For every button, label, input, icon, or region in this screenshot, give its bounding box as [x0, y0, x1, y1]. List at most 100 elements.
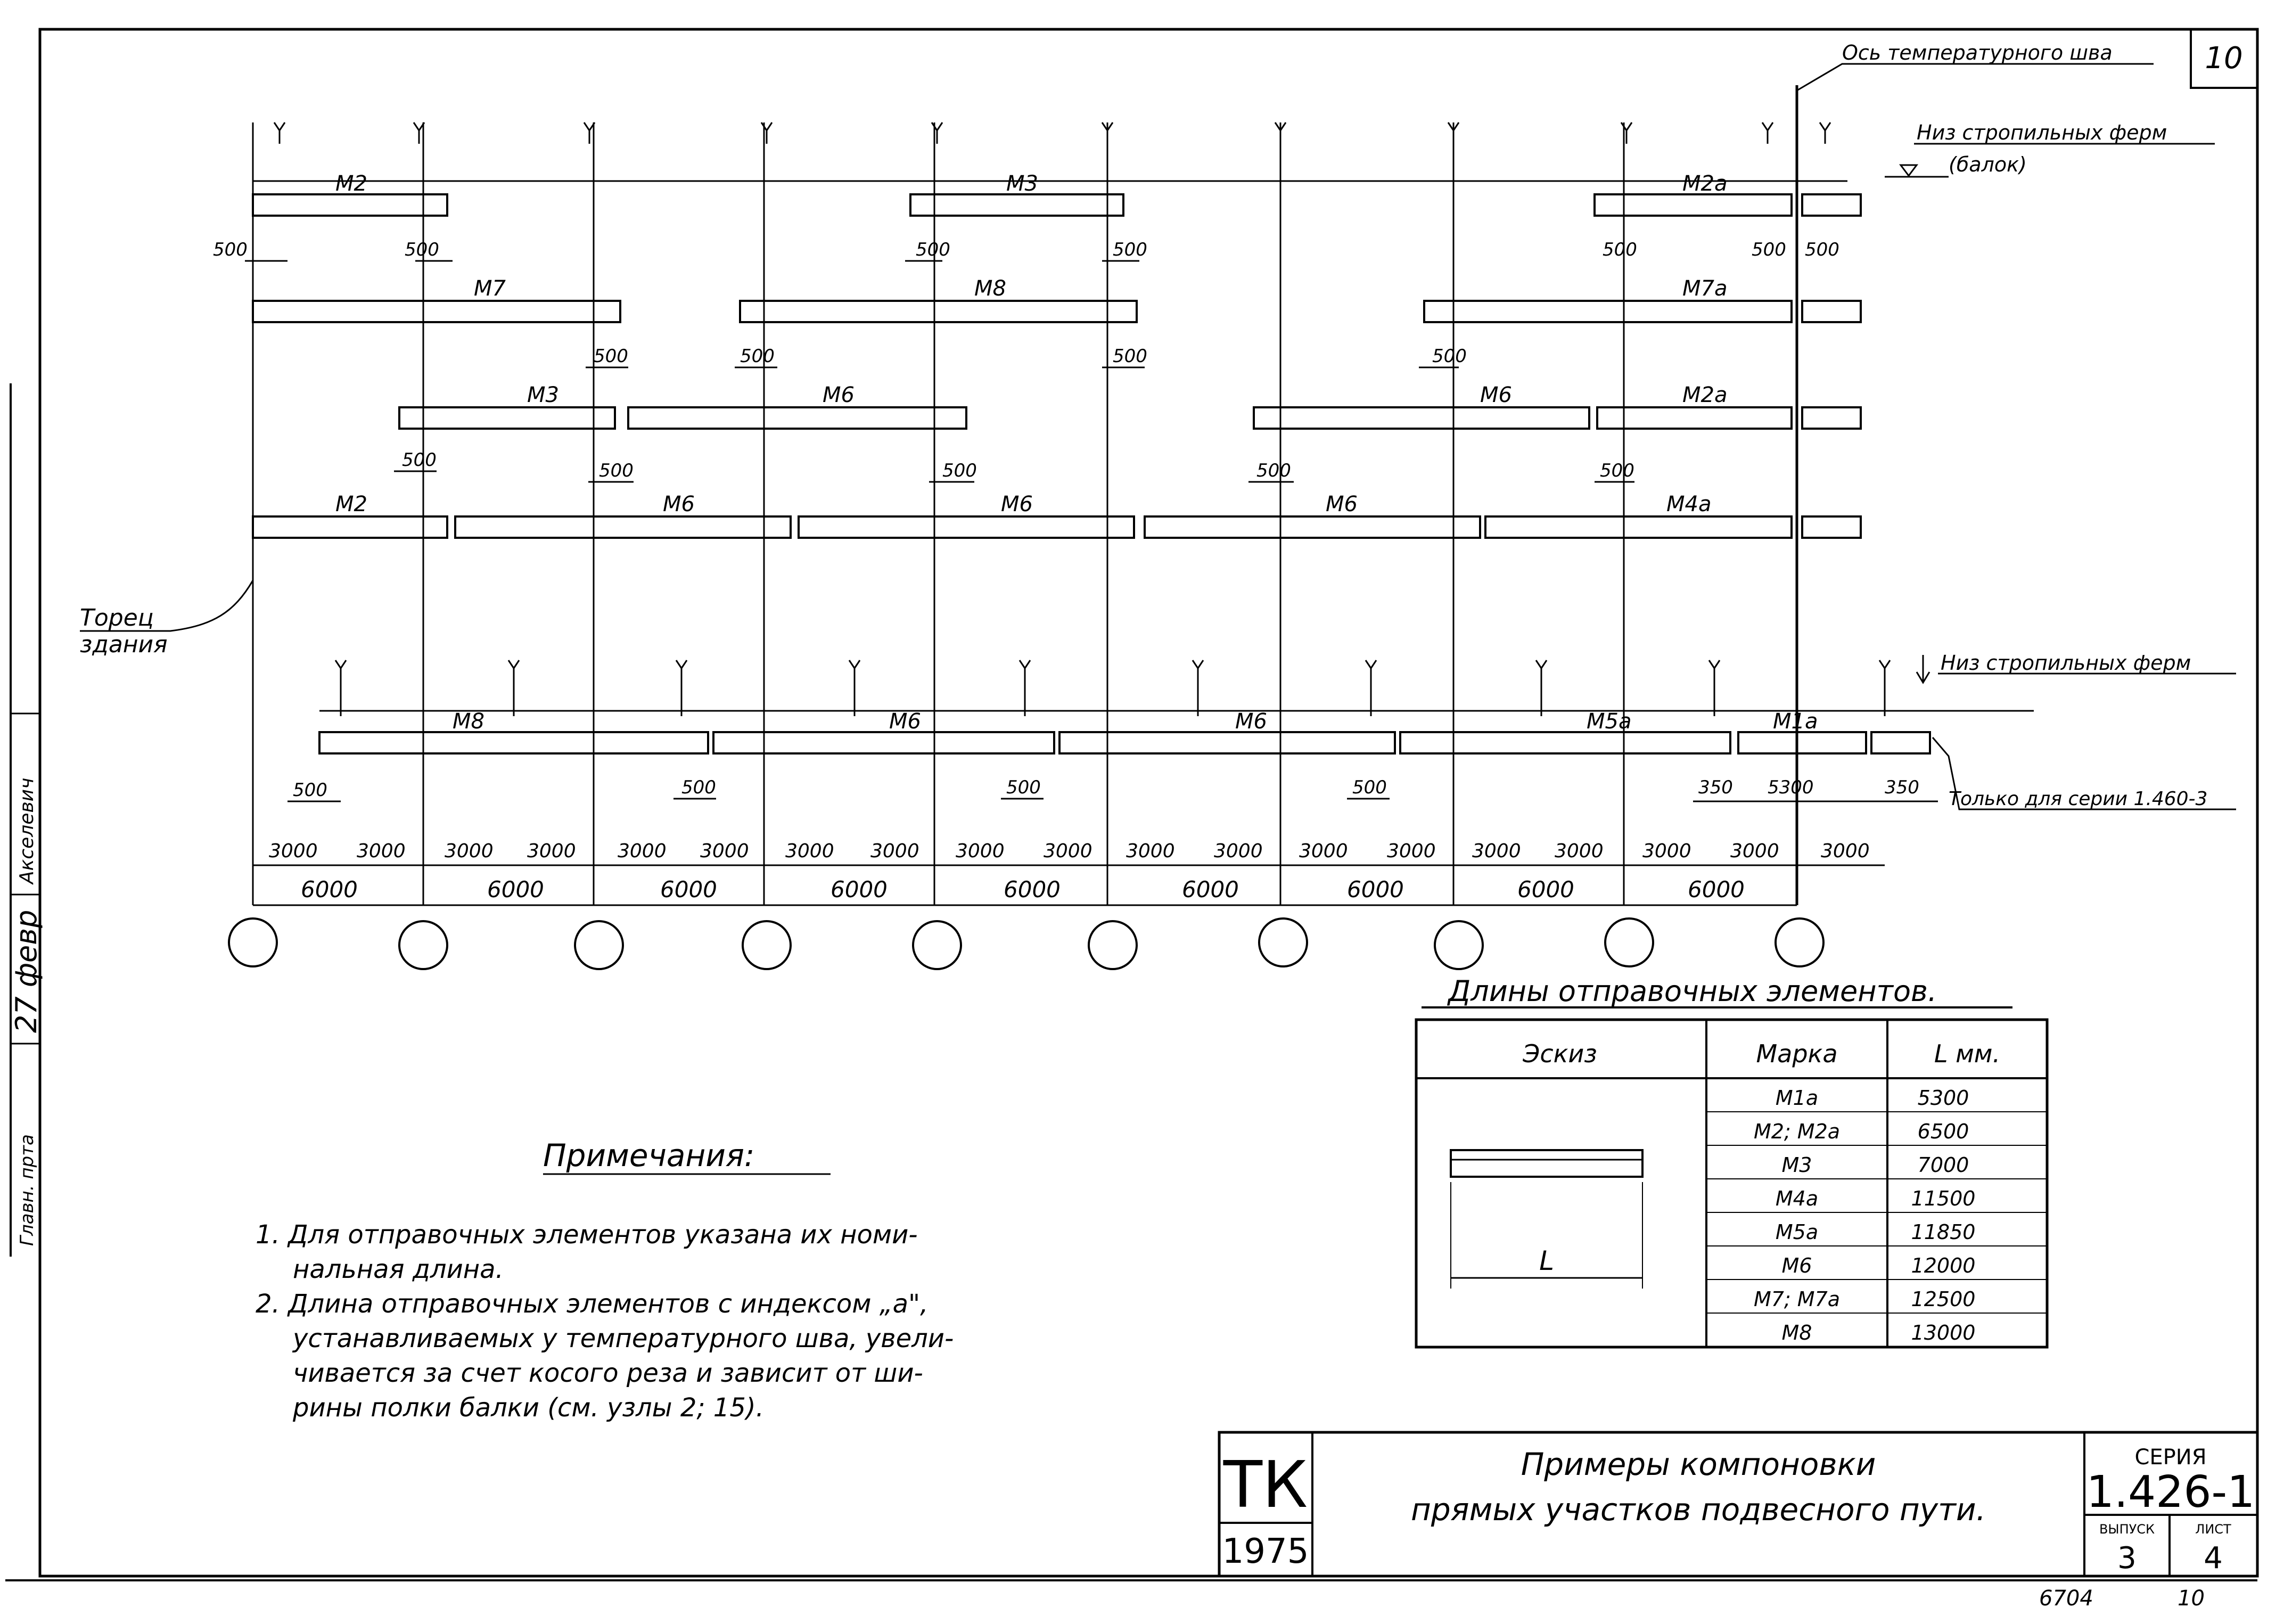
- building-end-2: здания: [80, 631, 168, 658]
- beam-segment: [1801, 300, 1862, 323]
- table-mark: М6: [1782, 1254, 1812, 1277]
- table-mark: М5а: [1776, 1220, 1818, 1244]
- table-length: 5300: [1918, 1086, 1969, 1110]
- dim-large: 6000: [1347, 876, 1404, 903]
- dim-label: 500: [942, 460, 977, 481]
- mark-label: М7: [474, 276, 506, 301]
- title-line-2: прямых участков подвесного пути.: [1411, 1491, 1986, 1528]
- notes-title: Примечания:: [543, 1137, 754, 1174]
- table-length: 7000: [1918, 1153, 1969, 1177]
- mark-label: М2: [335, 492, 367, 516]
- series-label: СЕРИЯ: [2134, 1445, 2206, 1470]
- mark-label: М5а: [1587, 709, 1631, 734]
- beam-segment: [1801, 406, 1862, 430]
- table-header-sketch: Эскиз: [1522, 1039, 1597, 1068]
- dim-small: 3000: [527, 840, 576, 862]
- beam-segment: [1399, 731, 1731, 754]
- beam-segment: [1253, 406, 1590, 430]
- dim-small: 3000: [1214, 840, 1263, 862]
- beam-segment: [739, 300, 1138, 323]
- mark-label: М2а: [1682, 383, 1727, 407]
- level-mark-2: [1916, 655, 1930, 684]
- beam-segment: [1596, 406, 1793, 430]
- beam-segment: [1801, 193, 1862, 217]
- dim-label: 500: [1752, 239, 1786, 260]
- dim-label: 500: [599, 460, 634, 481]
- notes: Примечания: 1. Для отправочных элементов…: [256, 1137, 954, 1423]
- beam-segment: [398, 406, 616, 430]
- dim-label: 500: [681, 777, 716, 798]
- axis-circles: [228, 917, 1825, 970]
- table-header-length: L мм.: [1934, 1039, 2000, 1068]
- dim-small: 3000: [1642, 840, 1691, 862]
- table-mark: М7; М7а: [1754, 1287, 1840, 1311]
- beam-segment: [1801, 515, 1862, 539]
- row-1: М2 М3 М2а 500 500 500 500 500 500 500: [213, 171, 1862, 262]
- mark-label: М3: [1006, 171, 1038, 196]
- dim-small: 3000: [1472, 840, 1521, 862]
- margin-stamp: Главн. прта 27 февр Акселевич: [10, 383, 43, 1257]
- dim-small: 3000: [956, 840, 1005, 862]
- sheet-frame: [38, 28, 2259, 1578]
- table-length: 11500: [1911, 1187, 1976, 1210]
- dim-large: 6000: [1517, 876, 1574, 903]
- table-length: 13000: [1911, 1321, 1976, 1344]
- table-mark: М2; М2а: [1754, 1120, 1840, 1143]
- series-number: 1.426-1: [2086, 1467, 2255, 1518]
- dim-small: 3000: [269, 840, 318, 862]
- note-line: 1. Для отправочных элементов указана их …: [256, 1220, 918, 1250]
- beam-segment: [1484, 515, 1793, 539]
- dim-label: 500: [293, 780, 327, 801]
- title-line-1: Примеры компоновки: [1521, 1446, 1876, 1482]
- table-title: Длины отправочных элементов.: [1447, 974, 1937, 1008]
- dim-small: 3000: [1821, 840, 1870, 862]
- beam-segment: [252, 515, 448, 539]
- beam-segment: [1870, 731, 1931, 754]
- dim-label: 350: [1885, 777, 1919, 798]
- lengths-table: Длины отправочных элементов. Эскиз Марка…: [1415, 974, 2049, 1349]
- beam-segment: [798, 515, 1135, 539]
- dim-small: 3000: [1555, 840, 1604, 862]
- axis-leader: [1796, 63, 2154, 92]
- truss-markers-top: [273, 122, 1831, 144]
- table-length: 6500: [1918, 1120, 1969, 1143]
- note-line: рины полки балки (см. узлы 2; 15).: [292, 1393, 764, 1423]
- beam-segment: [1144, 515, 1481, 539]
- note-line: 2. Длина отправочных элементов с индексо…: [256, 1289, 928, 1319]
- mark-label: М1а: [1773, 709, 1818, 734]
- truss-bottom-label-1b: (балок): [1949, 153, 2027, 176]
- bottom-code: 6704: [2039, 1586, 2093, 1611]
- dim-large: 6000: [301, 876, 358, 903]
- dim-small: 3000: [618, 840, 667, 862]
- dim-small: 3000: [1730, 840, 1779, 862]
- dim-large: 6000: [1182, 876, 1239, 903]
- mark-label: М6: [889, 709, 921, 734]
- beam-segment: [454, 515, 792, 539]
- mark-label: М4а: [1666, 492, 1711, 516]
- dim-small: 3000: [785, 840, 834, 862]
- beam-segment: [909, 193, 1124, 217]
- table-length: 12000: [1911, 1254, 1976, 1277]
- dim-label: 500: [1256, 460, 1291, 481]
- mark-label: М8: [453, 709, 484, 734]
- mark-label: М7а: [1682, 276, 1727, 301]
- dim-small: 3000: [1126, 840, 1175, 862]
- dim-label: 500: [405, 239, 439, 260]
- dim-small: 3000: [1387, 840, 1436, 862]
- beam-segment: [252, 300, 621, 323]
- truss-bottom-label-1: Низ стропильных ферм: [1917, 121, 2167, 144]
- margin-label-2: 27 февр: [10, 910, 43, 1033]
- margin-label-3: Акселевич: [16, 778, 38, 885]
- table-mark: М1а: [1776, 1086, 1818, 1110]
- note-line: устанавливаемых у температурного шва, ув…: [292, 1324, 954, 1354]
- level-mark-1: [1885, 164, 1949, 178]
- dimension-chain: 3000 3000 3000 3000 3000 3000 3000 3000 …: [253, 840, 1885, 906]
- dim-large: 6000: [487, 876, 544, 903]
- row-5: М8 М6 М6 М5а М1а 500 500 500 500 350 530…: [287, 709, 1938, 802]
- mark-label: М6: [1235, 709, 1267, 734]
- temp-joint-label: Ось температурного шва: [1842, 41, 2113, 64]
- beam-segment: [712, 731, 1055, 754]
- beam-segment: [1058, 731, 1396, 754]
- dim-label: 500: [402, 449, 437, 471]
